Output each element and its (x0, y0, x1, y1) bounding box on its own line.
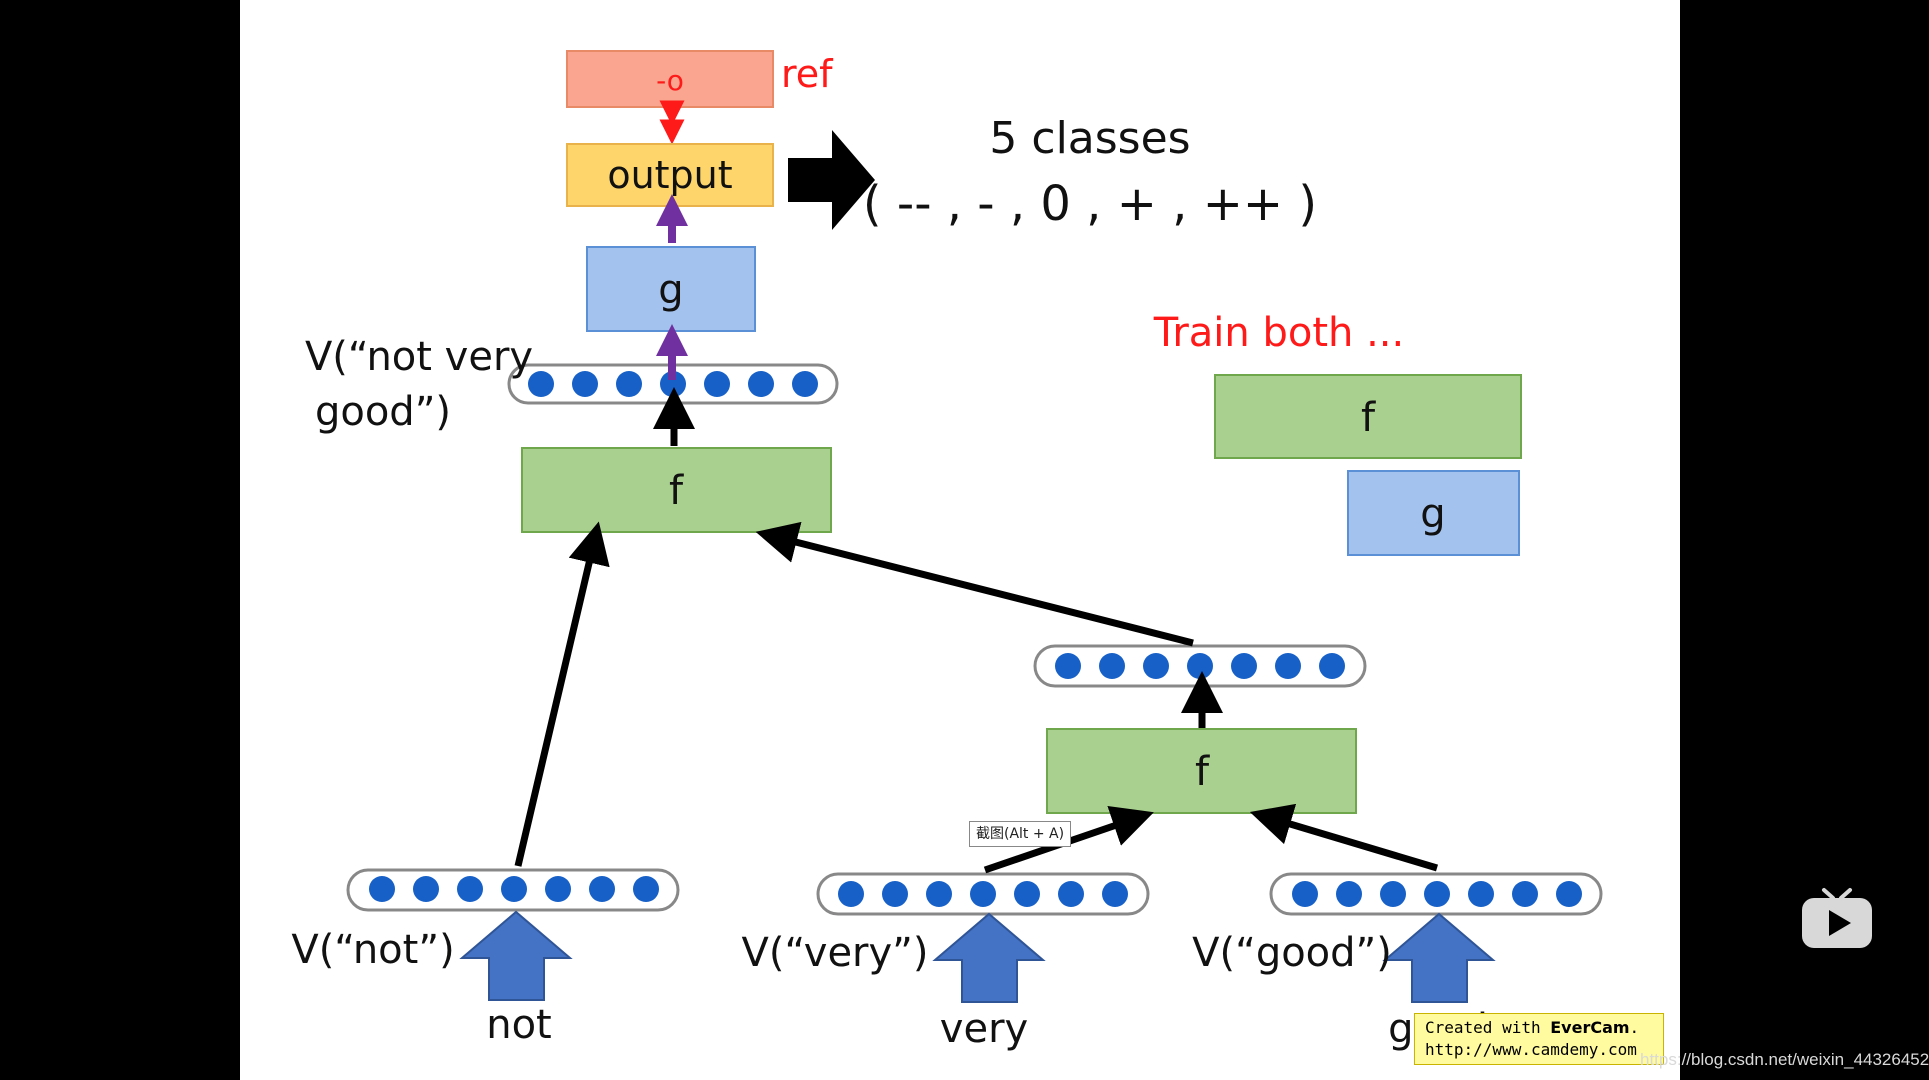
ref-box (566, 50, 774, 108)
f-box-middle-label: f (1195, 749, 1210, 795)
evercam-line1: Created with EverCam. (1425, 1017, 1653, 1039)
vector-not-very-good-dots (528, 371, 818, 397)
train-both-label: Train both ... (1153, 310, 1404, 356)
g-box-top (586, 246, 756, 332)
good-up-arrow (1382, 912, 1496, 1003)
g-box-top-label: g (658, 267, 683, 313)
word-very: very (940, 1006, 1028, 1052)
very-up-arrow (932, 912, 1046, 1003)
not-to-f-arrow (514, 521, 610, 867)
vector-not-dots (369, 876, 659, 902)
vector-good-dots (1292, 881, 1582, 907)
not-up-arrow (459, 910, 573, 1001)
watermark: https://blog.csdn.net/weixin_44326452 (1640, 1050, 1929, 1069)
v-not-very-good-line1: V(“not very (305, 334, 533, 380)
v-very-label: V(“very”) (742, 930, 929, 976)
vector-very-dots (838, 881, 1128, 907)
f-box-legend-label: f (1361, 395, 1376, 441)
play-icon[interactable] (1800, 888, 1874, 952)
vector-very-good-dots (1055, 653, 1345, 679)
f-box-top-label: f (669, 468, 684, 514)
f-box-middle (1046, 728, 1357, 814)
very-good-to-f-arrow (755, 521, 1194, 647)
v-not-label: V(“not”) (291, 927, 454, 973)
big-right-arrow (788, 130, 875, 230)
word-not: not (486, 1002, 552, 1048)
evercam-badge[interactable]: Created with EverCam. http://www.camdemy… (1414, 1013, 1664, 1065)
v-not-very-good-line2: good”) (315, 389, 451, 435)
screenshot-tooltip: 截图(Alt + A) (969, 821, 1072, 847)
evercam-brand: EverCam (1550, 1018, 1630, 1037)
evercam-suffix: . (1629, 1018, 1640, 1037)
evercam-url: http://www.camdemy.com (1425, 1040, 1637, 1059)
output-label: output (607, 153, 732, 197)
classes-list: ( -- , - , 0 , + , ++ ) (863, 176, 1317, 232)
f-box-legend (1214, 374, 1522, 459)
ref-label: ref (781, 52, 834, 96)
v-good-label: V(“good”) (1192, 930, 1392, 976)
ref-symbol: -o (656, 64, 684, 97)
g-box-legend-label: g (1420, 491, 1445, 537)
classes-title: 5 classes (989, 113, 1190, 164)
good-to-f-arrow (1249, 803, 1439, 872)
g-box-legend (1347, 470, 1520, 556)
evercam-prefix: Created with (1425, 1018, 1551, 1037)
f-box-top (521, 447, 832, 533)
